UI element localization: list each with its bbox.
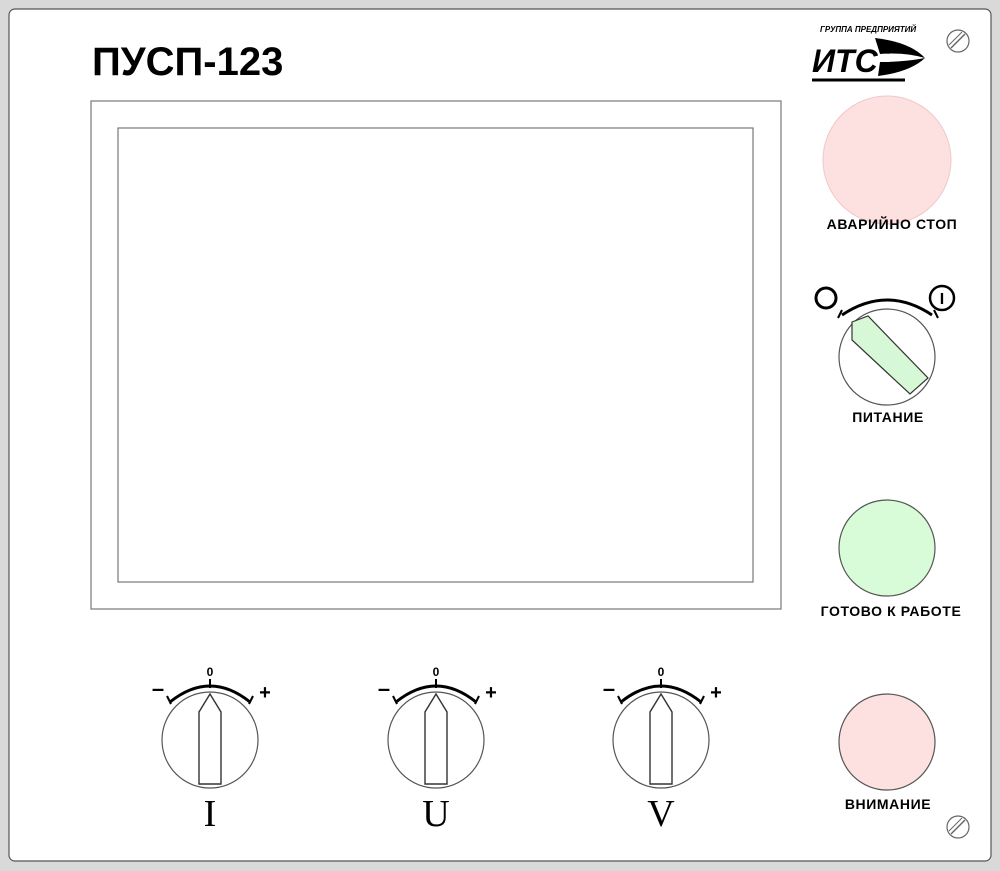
ready-label: ГОТОВО К РАБОТЕ — [821, 603, 962, 619]
knob-label: I — [204, 793, 217, 835]
power-on-symbol: I — [928, 284, 956, 312]
rotary-knob-v[interactable]: 0 – + V — [603, 665, 722, 835]
power-on-text: I — [940, 291, 944, 308]
panel-title: ПУСП-123 — [92, 40, 283, 84]
knob-label: V — [647, 793, 675, 835]
knob-minus-label: – — [378, 676, 390, 701]
attention-lamp — [838, 693, 936, 791]
knob-plus-label: + — [710, 682, 722, 704]
knob-zero-label: 0 — [658, 665, 665, 679]
knob-plus-label: + — [259, 682, 271, 704]
rotary-knob-u[interactable]: 0 – + U — [378, 665, 497, 835]
power-handle[interactable] — [851, 315, 929, 395]
logo-text: ИТС — [812, 43, 879, 79]
display-screen — [117, 127, 754, 583]
knob-minus-label: – — [603, 676, 615, 701]
knob-group: 0 – + I 0 – + U 0 – + V — [152, 665, 722, 835]
attention-label: ВНИМАНИЕ — [845, 796, 931, 812]
knob-minus-label: – — [152, 676, 164, 701]
knob-label: U — [422, 793, 449, 835]
ready-lamp — [838, 499, 936, 597]
knob-max-tick — [248, 695, 254, 705]
knob-min-tick — [617, 695, 623, 705]
logo-caption: ГРУППА ПРЕДПРИЯТИЙ — [820, 25, 916, 34]
knob-max-tick — [699, 695, 705, 705]
knob-max-tick — [474, 695, 480, 705]
power-off-symbol — [814, 286, 838, 310]
knob-min-tick — [166, 695, 172, 705]
rotary-knob-i[interactable]: 0 – + I — [152, 665, 271, 835]
knob-pointer[interactable] — [198, 692, 222, 785]
screw-icon — [946, 29, 970, 53]
emergency-stop-label: АВАРИЙНО СТОП — [827, 215, 958, 232]
knob-plus-label: + — [485, 682, 497, 704]
knob-pointer[interactable] — [424, 692, 448, 785]
knob-zero-label: 0 — [433, 665, 440, 679]
power-label: ПИТАНИЕ — [852, 409, 924, 425]
power-switch[interactable] — [837, 298, 939, 406]
its-logo-icon: ГРУППА ПРЕДПРИЯТИЙ ИТС — [812, 25, 925, 82]
emergency-stop-button[interactable] — [822, 95, 952, 225]
knob-zero-label: 0 — [207, 665, 214, 679]
screw-icon — [946, 815, 970, 839]
knob-pointer[interactable] — [649, 692, 673, 785]
knob-min-tick — [392, 695, 398, 705]
